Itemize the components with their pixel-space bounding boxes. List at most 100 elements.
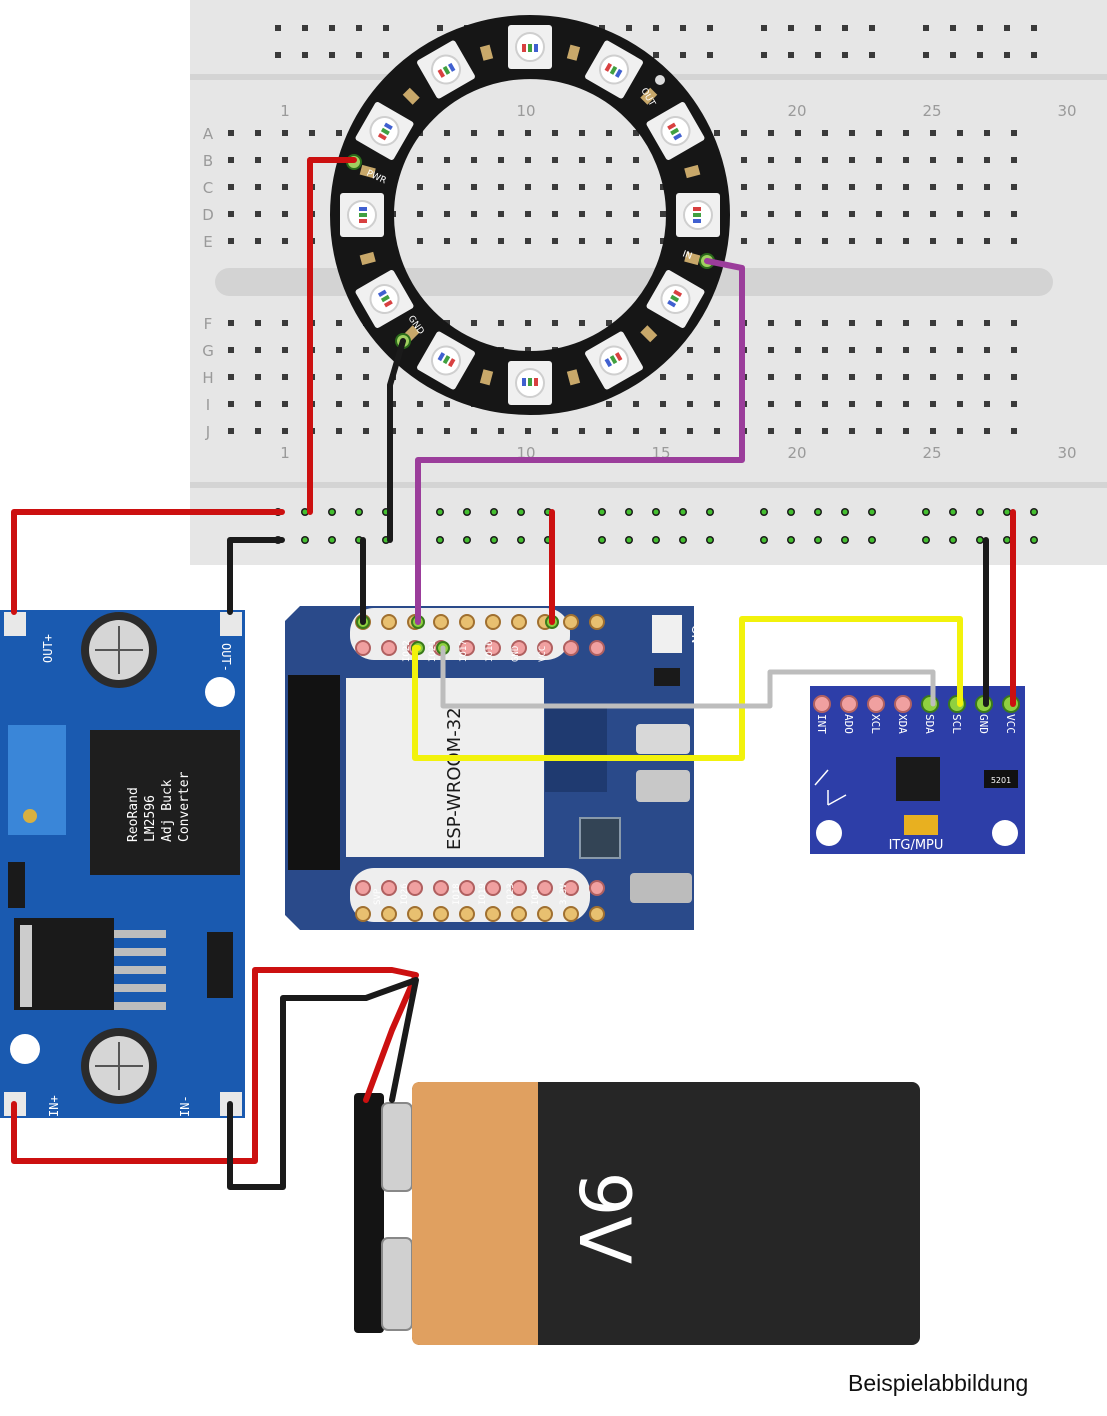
- rail-hole-marker: [842, 537, 848, 543]
- rail-hole: [977, 25, 983, 31]
- breadboard-hole: [1011, 238, 1017, 244]
- rail-hole: [599, 25, 605, 31]
- breadboard-hole: [714, 320, 720, 326]
- wire-ring-pwr-red: [307, 157, 357, 515]
- rail-hole-marker: [599, 537, 605, 543]
- rail-hole: [680, 52, 686, 58]
- breadboard-hole: [255, 428, 261, 434]
- breadboard-hole: [606, 320, 612, 326]
- breadboard-hole: [633, 238, 639, 244]
- breadboard-hole: [957, 428, 963, 434]
- breadboard-hole: [984, 374, 990, 380]
- breadboard-hole: [903, 238, 909, 244]
- ring-capacitor: [402, 87, 420, 105]
- ring-capacitor: [359, 164, 376, 179]
- breadboard-hole: [552, 238, 558, 244]
- breadboard-hole: [984, 130, 990, 136]
- breadboard-hole: [633, 184, 639, 190]
- breadboard-hole: [633, 157, 639, 163]
- rail-hole-marker: [1004, 509, 1010, 515]
- breadboard-hole: [525, 130, 531, 136]
- header-pin: [485, 880, 501, 896]
- led-die-red: [673, 289, 683, 298]
- ring-capacitor: [479, 44, 494, 61]
- wire-ring-in-purple: [415, 258, 745, 625]
- rail-hole-marker: [869, 537, 875, 543]
- ring-led: [508, 361, 552, 405]
- led-die-green: [670, 127, 680, 136]
- breadboard-hole: [876, 211, 882, 217]
- rail-hole-marker: [302, 537, 308, 543]
- breadboard-hole: [714, 347, 720, 353]
- breadboard-hole: [606, 401, 612, 407]
- breadboard-hole: [525, 320, 531, 326]
- rail-hole-marker: [518, 537, 524, 543]
- rail-hole: [842, 25, 848, 31]
- breadboard-hole: [930, 374, 936, 380]
- svg-text:XCL: XCL: [869, 714, 882, 734]
- header-pin: [537, 880, 553, 896]
- ring-led: [355, 270, 414, 328]
- breadboard-hole: [660, 428, 666, 434]
- led-die-blue: [447, 62, 456, 72]
- svg-text:J: J: [205, 423, 210, 441]
- breadboard-hole: [471, 130, 477, 136]
- svg-text:XDA: XDA: [896, 714, 909, 734]
- svg-text:A: A: [203, 125, 214, 143]
- svg-text:IO26: IO26: [400, 883, 410, 905]
- header-pin: [589, 640, 605, 656]
- rail-hole: [1004, 25, 1010, 31]
- rail-hole: [626, 25, 632, 31]
- power-switch[interactable]: [652, 615, 682, 653]
- breadboard-hole: [228, 157, 234, 163]
- ring-leds: [340, 25, 720, 405]
- led-die-blue: [667, 299, 677, 308]
- breadboard-hole: [984, 157, 990, 163]
- breadboard-hole: [768, 211, 774, 217]
- led-die-blue: [534, 44, 538, 52]
- battery-terminal-positive: [381, 1102, 413, 1192]
- wire-buck-outminus-black: [227, 537, 285, 615]
- header-pin: [485, 640, 501, 656]
- breadboard-hole: [714, 401, 720, 407]
- svg-text:IO16: IO16: [485, 640, 495, 662]
- breadboard-hole: [498, 428, 504, 434]
- breadboard-hole: [498, 157, 504, 163]
- header-pin: [381, 880, 397, 896]
- header-pin: [537, 906, 553, 922]
- breadboard-hole: [417, 157, 423, 163]
- breadboard-hole: [687, 401, 693, 407]
- breadboard-hole: [525, 238, 531, 244]
- breadboard-hole: [444, 211, 450, 217]
- led-die-green: [359, 213, 367, 217]
- rail-hole: [437, 25, 443, 31]
- header-pin: [407, 906, 423, 922]
- breadboard-hole: [633, 401, 639, 407]
- potentiometer[interactable]: [8, 725, 66, 835]
- rail-hole: [761, 52, 767, 58]
- breadboard-hole: [255, 130, 261, 136]
- battery-terminal-negative: [381, 1237, 413, 1331]
- breadboard-hole: [606, 238, 612, 244]
- svg-text:D: D: [202, 206, 214, 224]
- rail-hole-marker: [653, 537, 659, 543]
- led-die-green: [670, 294, 680, 303]
- ring-led: [585, 331, 643, 390]
- breadboard-hole: [930, 347, 936, 353]
- rail-hole-marker: [626, 509, 632, 515]
- breadboard-hole: [795, 320, 801, 326]
- breadboard-hole: [633, 211, 639, 217]
- label-out-minus: OUT-: [219, 643, 233, 672]
- buck-title: ReoRand LM2596 Adj Buck Converter: [126, 771, 192, 842]
- breadboard-hole: [633, 130, 639, 136]
- ring-led: [646, 102, 705, 160]
- breadboard-hole: [606, 130, 612, 136]
- mpu-label: ITG/MPU: [889, 838, 944, 853]
- led-die-green: [693, 213, 701, 217]
- breadboard-hole: [957, 238, 963, 244]
- breadboard-hole: [876, 374, 882, 380]
- breadboard-hole: [282, 374, 288, 380]
- breadboard-hole: [957, 211, 963, 217]
- rail-hole: [653, 25, 659, 31]
- svg-text:VCC: VCC: [538, 646, 548, 662]
